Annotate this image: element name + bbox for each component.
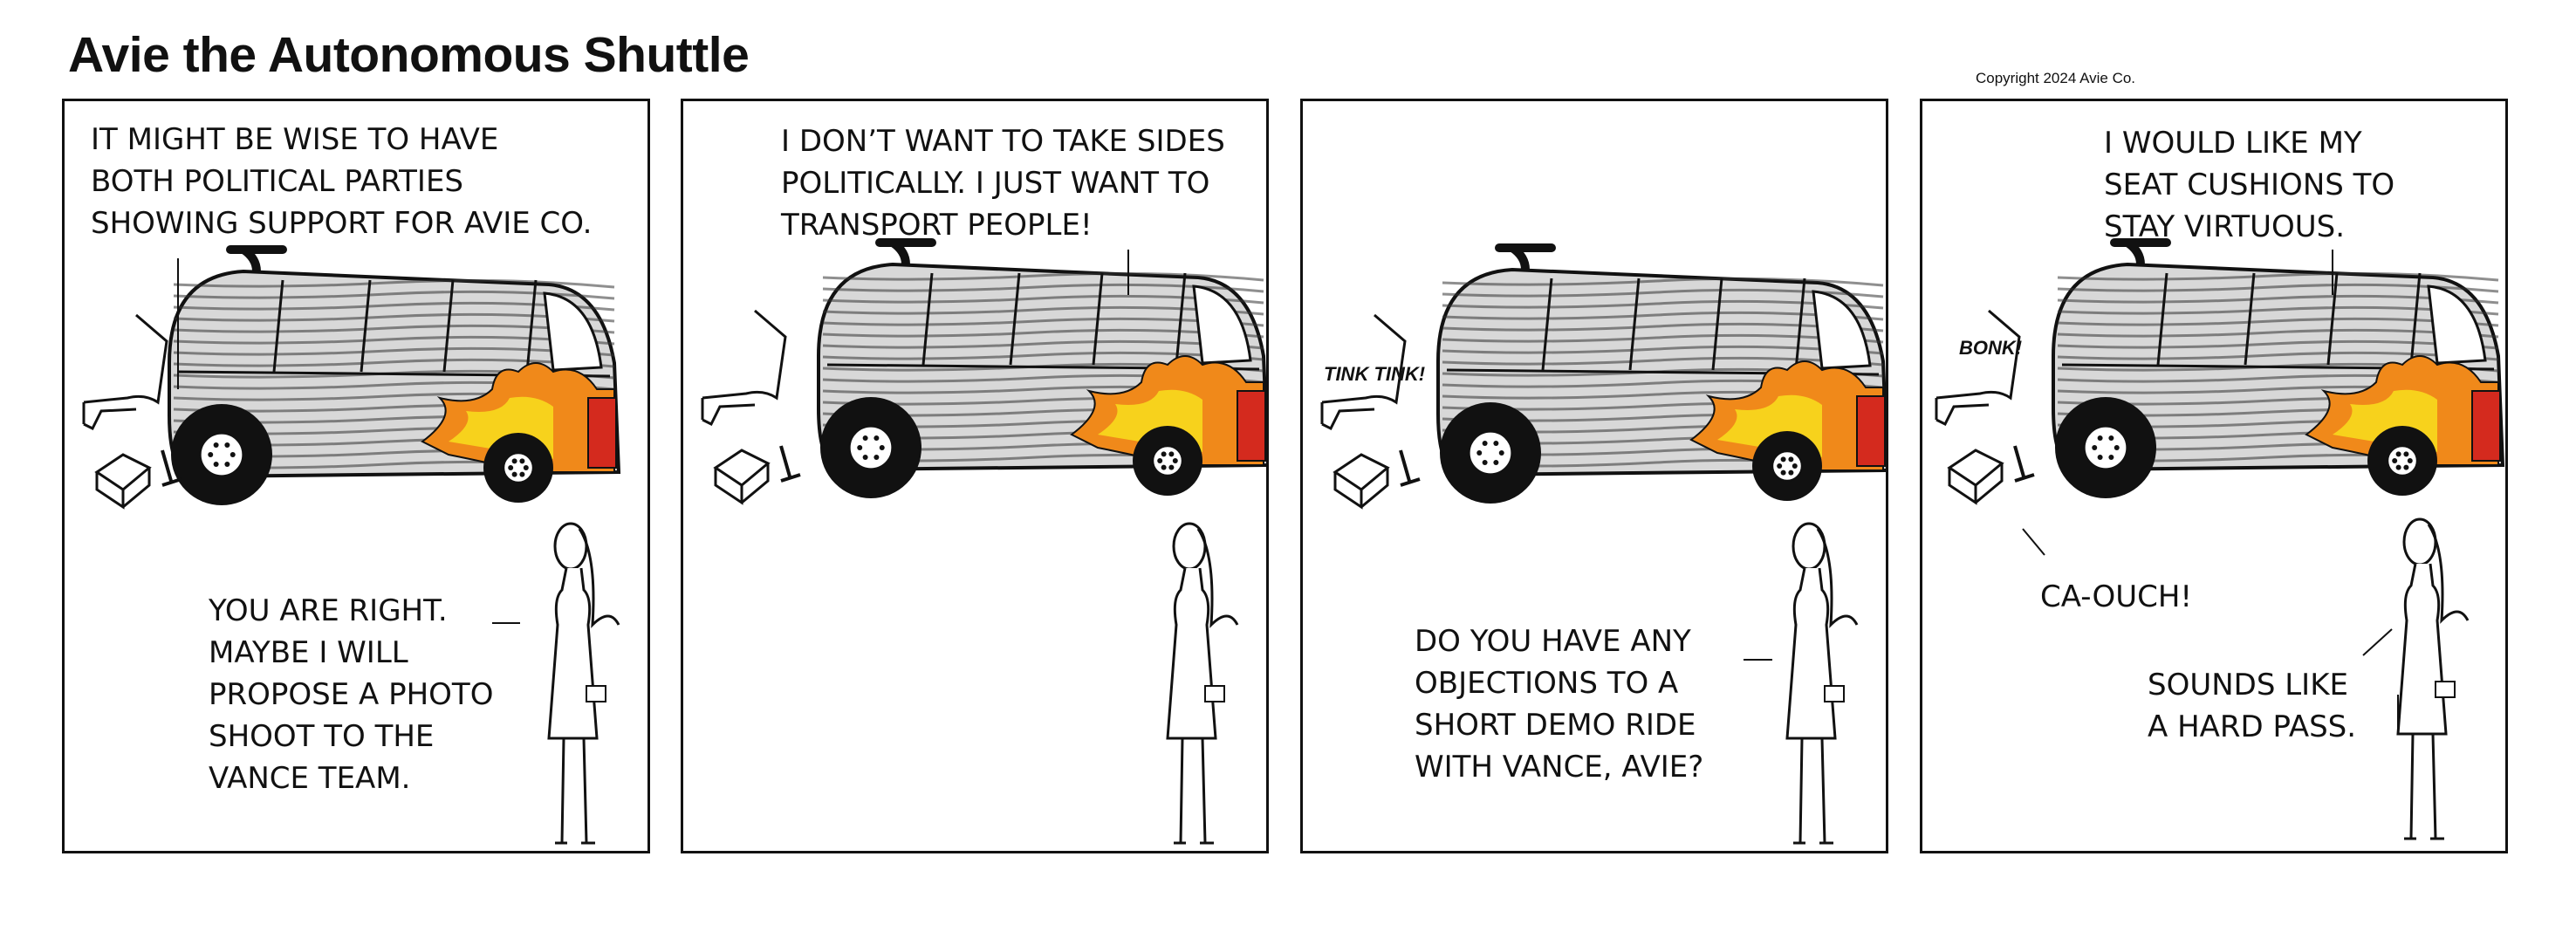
sound-effect-text: TINK TINK! (1324, 363, 1426, 385)
shout-tail (2022, 528, 2045, 556)
copyright-notice: Copyright 2024 Avie Co. (1976, 70, 2136, 86)
speech-text-top: I DON’T WANT TO TAKE SIDES POLITICALLY. … (781, 124, 1225, 243)
comic-panel-4: BONK! I WOULD LIKE MY SEAT CUSHIONS TO S… (1920, 99, 2508, 853)
comic-panel-1: IT MIGHT BE WISE TO HAVE BOTH POLITICAL … (62, 99, 650, 853)
shuttle-drawing (817, 238, 1266, 498)
mechanic-legs-drawing (701, 309, 801, 505)
woman-figure-drawing (1166, 522, 1239, 845)
panel-4-artwork (1935, 238, 2505, 840)
speech-text-top: I WOULD LIKE MY SEAT CUSHIONS TO STAY VI… (2104, 126, 2395, 244)
comic-title: Avie the Autonomous Shuttle (68, 27, 750, 83)
mechanic-legs-drawing (1320, 313, 1421, 510)
shuttle-drawing (168, 245, 621, 505)
panel-2-artwork (701, 238, 1266, 845)
comic-panel-3: TINK TINK! DO YOU HAVE ANY OBJECTIONS TO… (1300, 99, 1888, 853)
speech-text-top: IT MIGHT BE WISE TO HAVE BOTH POLITICAL … (91, 122, 593, 241)
shuttle-drawing (2052, 238, 2505, 498)
woman-figure-drawing (547, 522, 620, 845)
mechanic-legs-drawing (1935, 309, 2035, 505)
panel-1-artwork (82, 245, 621, 845)
panel-3-artwork (1320, 243, 1886, 845)
exclamation-text: CA-OUCH! (2040, 579, 2193, 614)
speech-text-bottom: SOUNDS LIKE A HARD PASS. (2148, 668, 2357, 744)
shuttle-drawing (1436, 243, 1886, 504)
speech-tail-bottom (2362, 628, 2393, 656)
speech-text-bottom: DO YOU HAVE ANY OBJECTIONS TO A SHORT DE… (1415, 624, 1704, 785)
woman-figure-drawing (2396, 517, 2470, 840)
woman-figure-drawing (1785, 522, 1859, 845)
comic-panel-2: I DON’T WANT TO TAKE SIDES POLITICALLY. … (681, 99, 1269, 853)
mechanic-legs-drawing (82, 313, 182, 510)
speech-text-bottom: YOU ARE RIGHT. MAYBE I WILL PROPOSE A PH… (209, 593, 494, 796)
sound-effect-text: BONK! (1959, 337, 2023, 359)
